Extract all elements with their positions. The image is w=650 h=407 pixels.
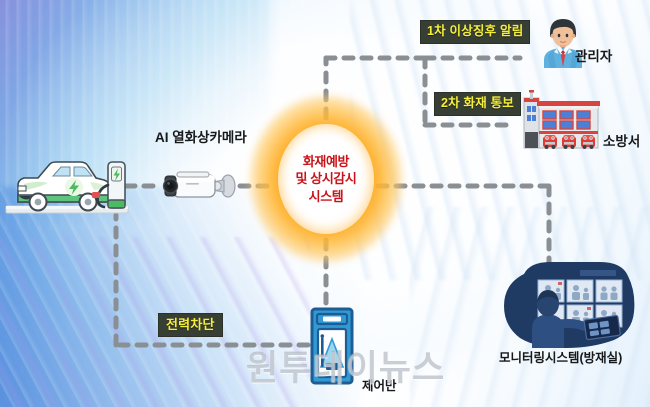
center-line-2: 및 상시감시 bbox=[295, 171, 357, 187]
center-line-3: 시스템 bbox=[308, 188, 344, 204]
tag-second-fire-report[interactable]: 2차 화재 통보 bbox=[434, 92, 521, 116]
background-light-rays-right bbox=[350, 0, 650, 280]
manager-person-icon bbox=[544, 19, 582, 68]
thermal-camera-node[interactable] bbox=[160, 164, 238, 208]
electric-vehicle-charging-node[interactable] bbox=[4, 150, 136, 222]
control-panel-label: 제어반 bbox=[362, 379, 397, 393]
center-line-1: 화재예방 bbox=[302, 154, 350, 170]
fire-station-label: 소방서 bbox=[603, 134, 641, 149]
control-panel-node[interactable] bbox=[310, 307, 354, 385]
tag-power-cutoff[interactable]: 전력차단 bbox=[158, 313, 223, 337]
manager-label: 관리자 bbox=[575, 49, 613, 64]
central-system-node[interactable]: 화재예방 및 상시감시 시스템 bbox=[250, 96, 402, 262]
monitoring-room-icon bbox=[504, 262, 635, 348]
monitoring-system-label: 모니터링시스템(방재실) bbox=[499, 351, 623, 365]
manager-node[interactable] bbox=[541, 16, 585, 68]
camera-label: AI 열화상카메라 bbox=[155, 130, 247, 145]
center-oval: 화재예방 및 상시감시 시스템 bbox=[278, 124, 374, 234]
thermal-camera-icon bbox=[162, 171, 236, 198]
fire-station-icon bbox=[523, 90, 600, 149]
control-panel-icon bbox=[310, 307, 354, 385]
electric-vehicle-charging-icon bbox=[5, 161, 129, 214]
background-violet-streaks bbox=[0, 237, 310, 407]
tag-first-anomaly-alert[interactable]: 1차 이상징후 알림 bbox=[420, 20, 531, 44]
monitoring-system-node[interactable] bbox=[496, 258, 644, 350]
fire-station-node[interactable] bbox=[520, 90, 602, 152]
